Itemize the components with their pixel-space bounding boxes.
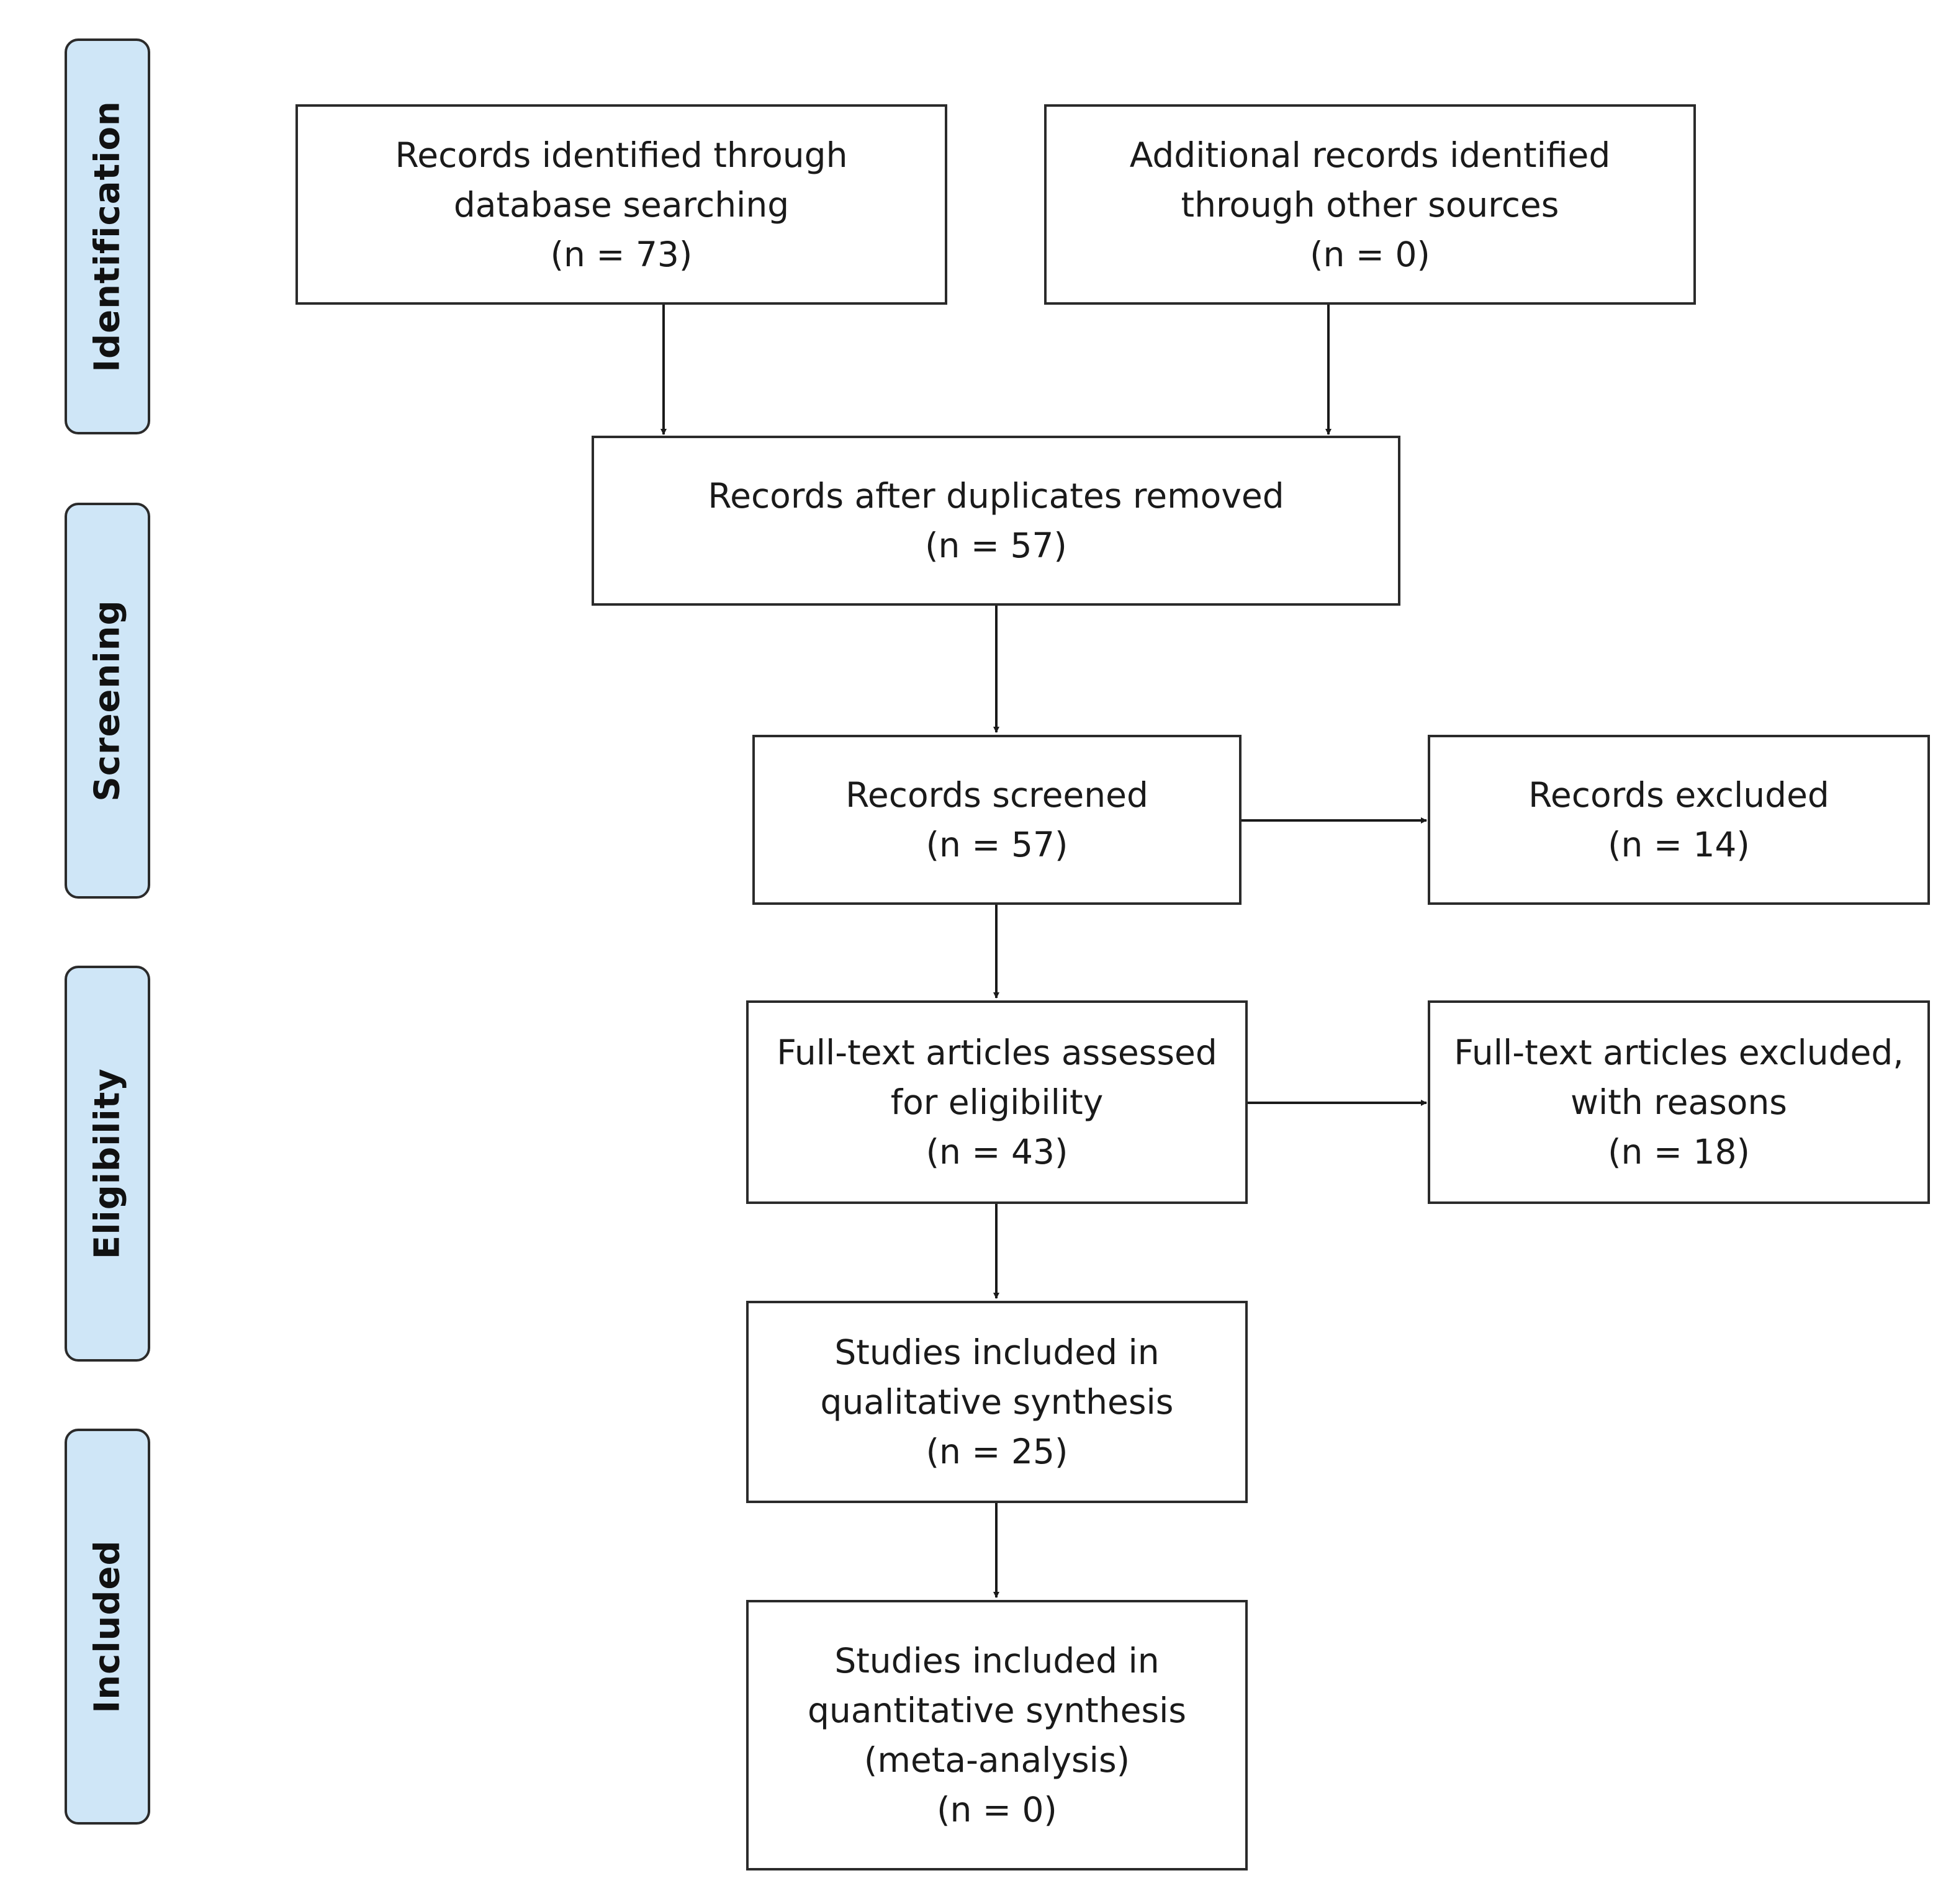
box-after-duplicates-text: Records after duplicates removed (n = 57… (708, 476, 1284, 565)
box-qualitative-text: Studies included in qualitative synthesi… (820, 1332, 1174, 1471)
box-excluded: Records excluded (n = 14) (1428, 735, 1930, 905)
box-fulltext-assessed: Full-text articles assessed for eligibil… (746, 1000, 1248, 1204)
box-database-records-text: Records identified through database sear… (395, 135, 848, 274)
box-quantitative-text: Studies included in quantitative synthes… (807, 1641, 1187, 1830)
phase-identification: Identification (65, 38, 150, 434)
box-qualitative: Studies included in qualitative synthesi… (746, 1301, 1248, 1503)
phase-eligibility: Eligibility (65, 966, 150, 1362)
box-screened: Records screened (n = 57) (752, 735, 1242, 905)
box-screened-text: Records screened (n = 57) (845, 775, 1148, 864)
phase-screening: Screening (65, 503, 150, 899)
box-excluded-text: Records excluded (n = 14) (1528, 775, 1829, 864)
box-database-records: Records identified through database sear… (295, 104, 947, 305)
box-other-records-text: Additional records identified through ot… (1129, 135, 1611, 274)
box-fulltext-excluded: Full-text articles excluded, with reason… (1428, 1000, 1930, 1204)
box-fulltext-assessed-text: Full-text articles assessed for eligibil… (777, 1033, 1217, 1172)
phase-included: Included (65, 1429, 150, 1825)
box-other-records: Additional records identified through ot… (1044, 104, 1696, 305)
box-quantitative: Studies included in quantitative synthes… (746, 1600, 1248, 1870)
box-after-duplicates: Records after duplicates removed (n = 57… (592, 436, 1400, 606)
box-fulltext-excluded-text: Full-text articles excluded, with reason… (1454, 1033, 1904, 1172)
